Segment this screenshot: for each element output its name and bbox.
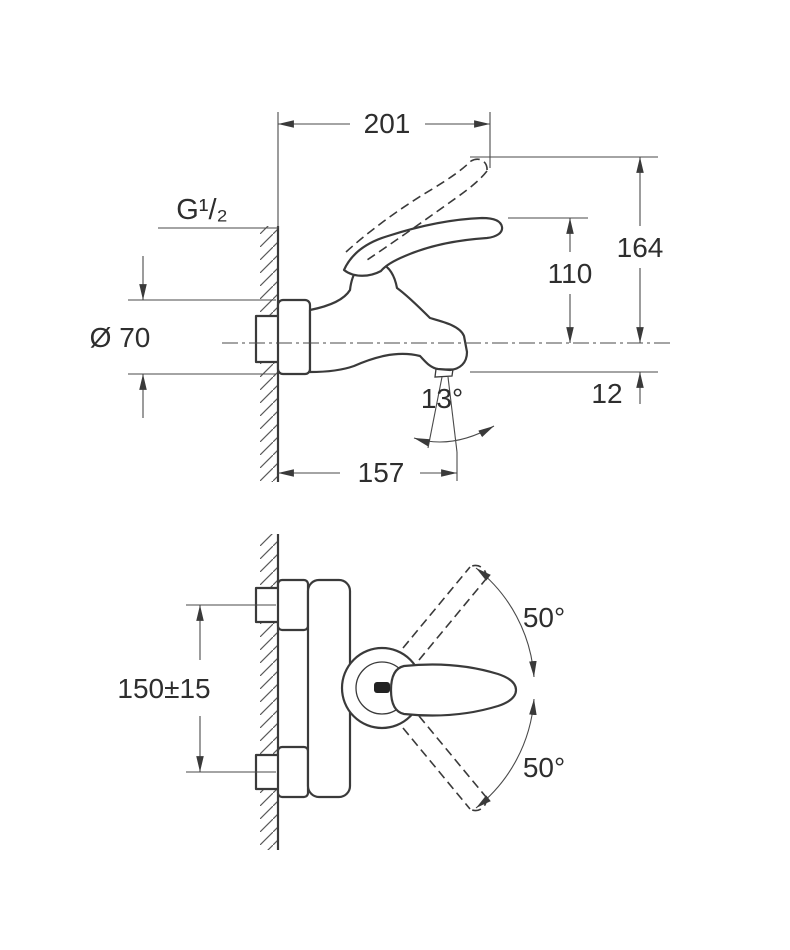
lever-closed: [342, 216, 504, 277]
dim-swing-upper-50: 50°: [475, 567, 565, 678]
dim-flange-diameter-label: Ø 70: [90, 322, 151, 353]
side-view: 201 G¹/₂ 164 110 12: [90, 108, 672, 488]
dim-total-height-164: 164: [470, 156, 664, 343]
dim-swing-upper-label: 50°: [523, 602, 565, 633]
plan-view: 150±15 50° 50°: [117, 534, 565, 850]
dim-spout-reach-label: 157: [358, 457, 405, 488]
union-connector: [254, 314, 282, 364]
dim-spout-angle-label: 13°: [421, 383, 463, 414]
aerator: [434, 368, 454, 378]
lever-plan: [389, 663, 518, 717]
dim-swing-lower-label: 50°: [523, 752, 565, 783]
dim-width-201: 201: [277, 108, 491, 228]
wall-hatching-plan: [260, 534, 278, 850]
wall-section-plan: [260, 534, 280, 850]
thread-callout: G¹/₂: [158, 194, 278, 229]
dim-lever-height-110: 110: [508, 217, 593, 343]
dim-width-label: 201: [364, 108, 411, 139]
lever-cap-mark: [374, 682, 390, 693]
dim-connection-spacing-label: 150±15: [117, 673, 210, 704]
faucet-body: [308, 259, 469, 374]
thread-label: G¹/₂: [176, 194, 228, 226]
flange-escutcheon: [276, 298, 312, 376]
lever-raised-dashed: [345, 158, 488, 263]
dim-flange-diameter-70: Ø 70: [90, 256, 276, 418]
lever-swing-up-dashed: [402, 564, 488, 661]
lever-swing-down-dashed: [402, 715, 488, 812]
dim-connection-spacing-150: 150±15: [117, 604, 276, 773]
dim-lever-height-label: 110: [548, 258, 593, 289]
dim-outlet-offset-12: 12: [470, 371, 658, 409]
dim-spout-angle-13: 13°: [413, 383, 495, 447]
dim-total-height-label: 164: [617, 232, 664, 263]
dim-spout-reach-157: 157: [278, 452, 458, 488]
dim-outlet-offset-label: 12: [591, 378, 622, 409]
dim-swing-lower-50: 50°: [475, 698, 565, 809]
